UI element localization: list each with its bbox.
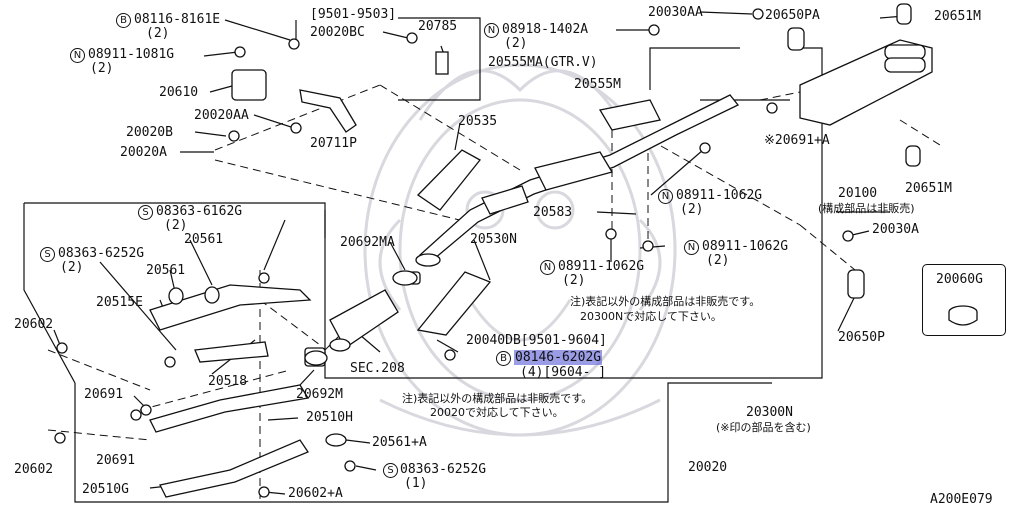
catalyst [481, 185, 529, 215]
screw-symbol: S [383, 463, 398, 478]
qty-08116: (2) [146, 26, 170, 41]
note-20300n: (※印の部品を含む) [716, 421, 811, 434]
label-20100: 20100 [838, 186, 878, 201]
label-20602-plus-a: 20602+A [288, 486, 343, 501]
label-20020b: 20020B [126, 125, 173, 140]
qty-08363-6252g-bottom: (1) [404, 476, 428, 491]
label-20610: 20610 [159, 85, 199, 100]
nut-symbol: N [540, 260, 555, 275]
label-date-9501-9503: [9501-9503] [310, 7, 397, 22]
label-20300n: 20300N [746, 405, 793, 420]
center-pipe [419, 94, 740, 265]
frame-line-front-bottom [74, 382, 772, 503]
label-20561-plus-a: 20561+A [372, 435, 427, 450]
label-08911-1081g: 08911-1081G [88, 47, 175, 62]
qty-08918: (2) [504, 36, 528, 51]
nut-symbol: N [70, 48, 85, 63]
label-20555ma: 20555MA(GTR.V) [488, 55, 598, 70]
label-20020: 20020 [688, 460, 728, 475]
qty-08363-6162g: (2) [164, 218, 188, 233]
label-20510h: 20510H [306, 410, 353, 425]
label-20510g: 20510G [82, 482, 129, 497]
bracket-box-9501 [398, 17, 481, 101]
label-20602-top: 20602 [14, 317, 54, 332]
label-08911-1062g-b: 08911-1062G [702, 239, 789, 254]
label-20711p: 20711P [310, 136, 357, 151]
label-20583: 20583 [533, 205, 573, 220]
label-08911-1062g-c: 08911-1062G [558, 259, 645, 274]
label-20602-bottom: 20602 [14, 462, 54, 477]
label-20650p: 20650P [838, 330, 885, 345]
label-20555m: 20555M [574, 77, 621, 92]
frame-line-top-right [649, 47, 740, 90]
front-pipe-upper [149, 284, 312, 331]
label-20040db: 20040DB[9501-9604] [466, 333, 607, 348]
label-08146-6202g: 08146-6202G [514, 350, 603, 365]
qty-08911-1062g-b: (2) [706, 253, 730, 268]
screw-symbol: S [40, 247, 55, 262]
label-20030aa: 20030AA [648, 5, 703, 20]
label-20020aa: 20020AA [194, 108, 249, 123]
label-20030a: 20030A [872, 222, 919, 237]
label-20530n: 20530N [470, 232, 517, 247]
screw-symbol: S [138, 205, 153, 220]
label-20785: 20785 [418, 19, 458, 34]
highlight-08146-6202g: 08146-6202G [514, 350, 603, 365]
qty-08363-6252g-top: (2) [60, 260, 84, 275]
front-pipe-20510h [149, 384, 310, 433]
label-20515e: 20515E [96, 295, 143, 310]
label-08363-6162g: 08363-6162G [156, 204, 243, 219]
label-20020bc: 20020BC [310, 25, 365, 40]
label-08363-6252g-top: 08363-6252G [58, 246, 145, 261]
label-20650pa: 20650PA [765, 8, 820, 23]
label-20535: 20535 [458, 114, 498, 129]
heat-shield-20518 [194, 341, 269, 363]
diagram-id-code: A200E079 [930, 492, 993, 507]
label-20691-a: ※20691+A [764, 134, 830, 148]
qty-08911-1062g-c: (2) [562, 273, 586, 288]
label-20691-a-text: 20691+A [774, 133, 830, 148]
bolt-symbol: B [496, 351, 511, 366]
note-top-line2: 20300Nで対応して下さい。 [580, 310, 722, 323]
nut-symbol: N [658, 189, 673, 204]
label-20561-b: 20561 [146, 263, 186, 278]
frame-line-rear [324, 47, 823, 379]
bolt-symbol: B [116, 13, 131, 28]
qty-08146: (4)[9604- ] [520, 365, 607, 380]
nut-symbol: N [684, 240, 699, 255]
label-08911-1062g-a: 08911-1062G [676, 188, 763, 203]
note-top-line1: 注)表記以外の構成部品は非販売です。 [570, 295, 761, 308]
note-bottom-line2: 20020で対応して下さい。 [430, 406, 564, 419]
label-sec-208: SEC.208 [350, 361, 405, 376]
label-20518: 20518 [208, 374, 248, 389]
qty-08911-1062g-a: (2) [680, 202, 704, 217]
label-20060g: 20060G [936, 272, 983, 287]
label-20692m: 20692M [296, 387, 343, 402]
label-20651m-mid: 20651M [905, 181, 952, 196]
heat-shield-20530n [416, 271, 492, 336]
note-20100: (構成部品は非販売) [818, 202, 915, 215]
label-08116-8161e: 08116-8161E [134, 12, 221, 27]
qty-08911-1081g: (2) [90, 61, 114, 76]
resonator [534, 151, 613, 191]
heat-shield-20535 [416, 149, 481, 211]
label-20691-b: 20691 [96, 453, 136, 468]
label-08363-6252g-bottom: 08363-6252G [400, 462, 487, 477]
plug-box [922, 264, 1006, 336]
heat-shield-20555m [598, 99, 661, 131]
label-20561-a: 20561 [184, 232, 224, 247]
ref-mark: ※ [764, 133, 775, 148]
frame-line-front-left [23, 203, 76, 384]
nut-symbol: N [484, 23, 499, 38]
label-20692ma: 20692MA [340, 235, 395, 250]
note-bottom-line1: 注)表記以外の構成部品は非販売です。 [402, 392, 593, 405]
label-08918-1402a: 08918-1402A [502, 22, 589, 37]
front-pipe-20510g [159, 439, 309, 498]
label-20691-a-front: 20691 [84, 387, 124, 402]
label-20651m-top: 20651M [934, 9, 981, 24]
label-20020a: 20020A [120, 145, 167, 160]
